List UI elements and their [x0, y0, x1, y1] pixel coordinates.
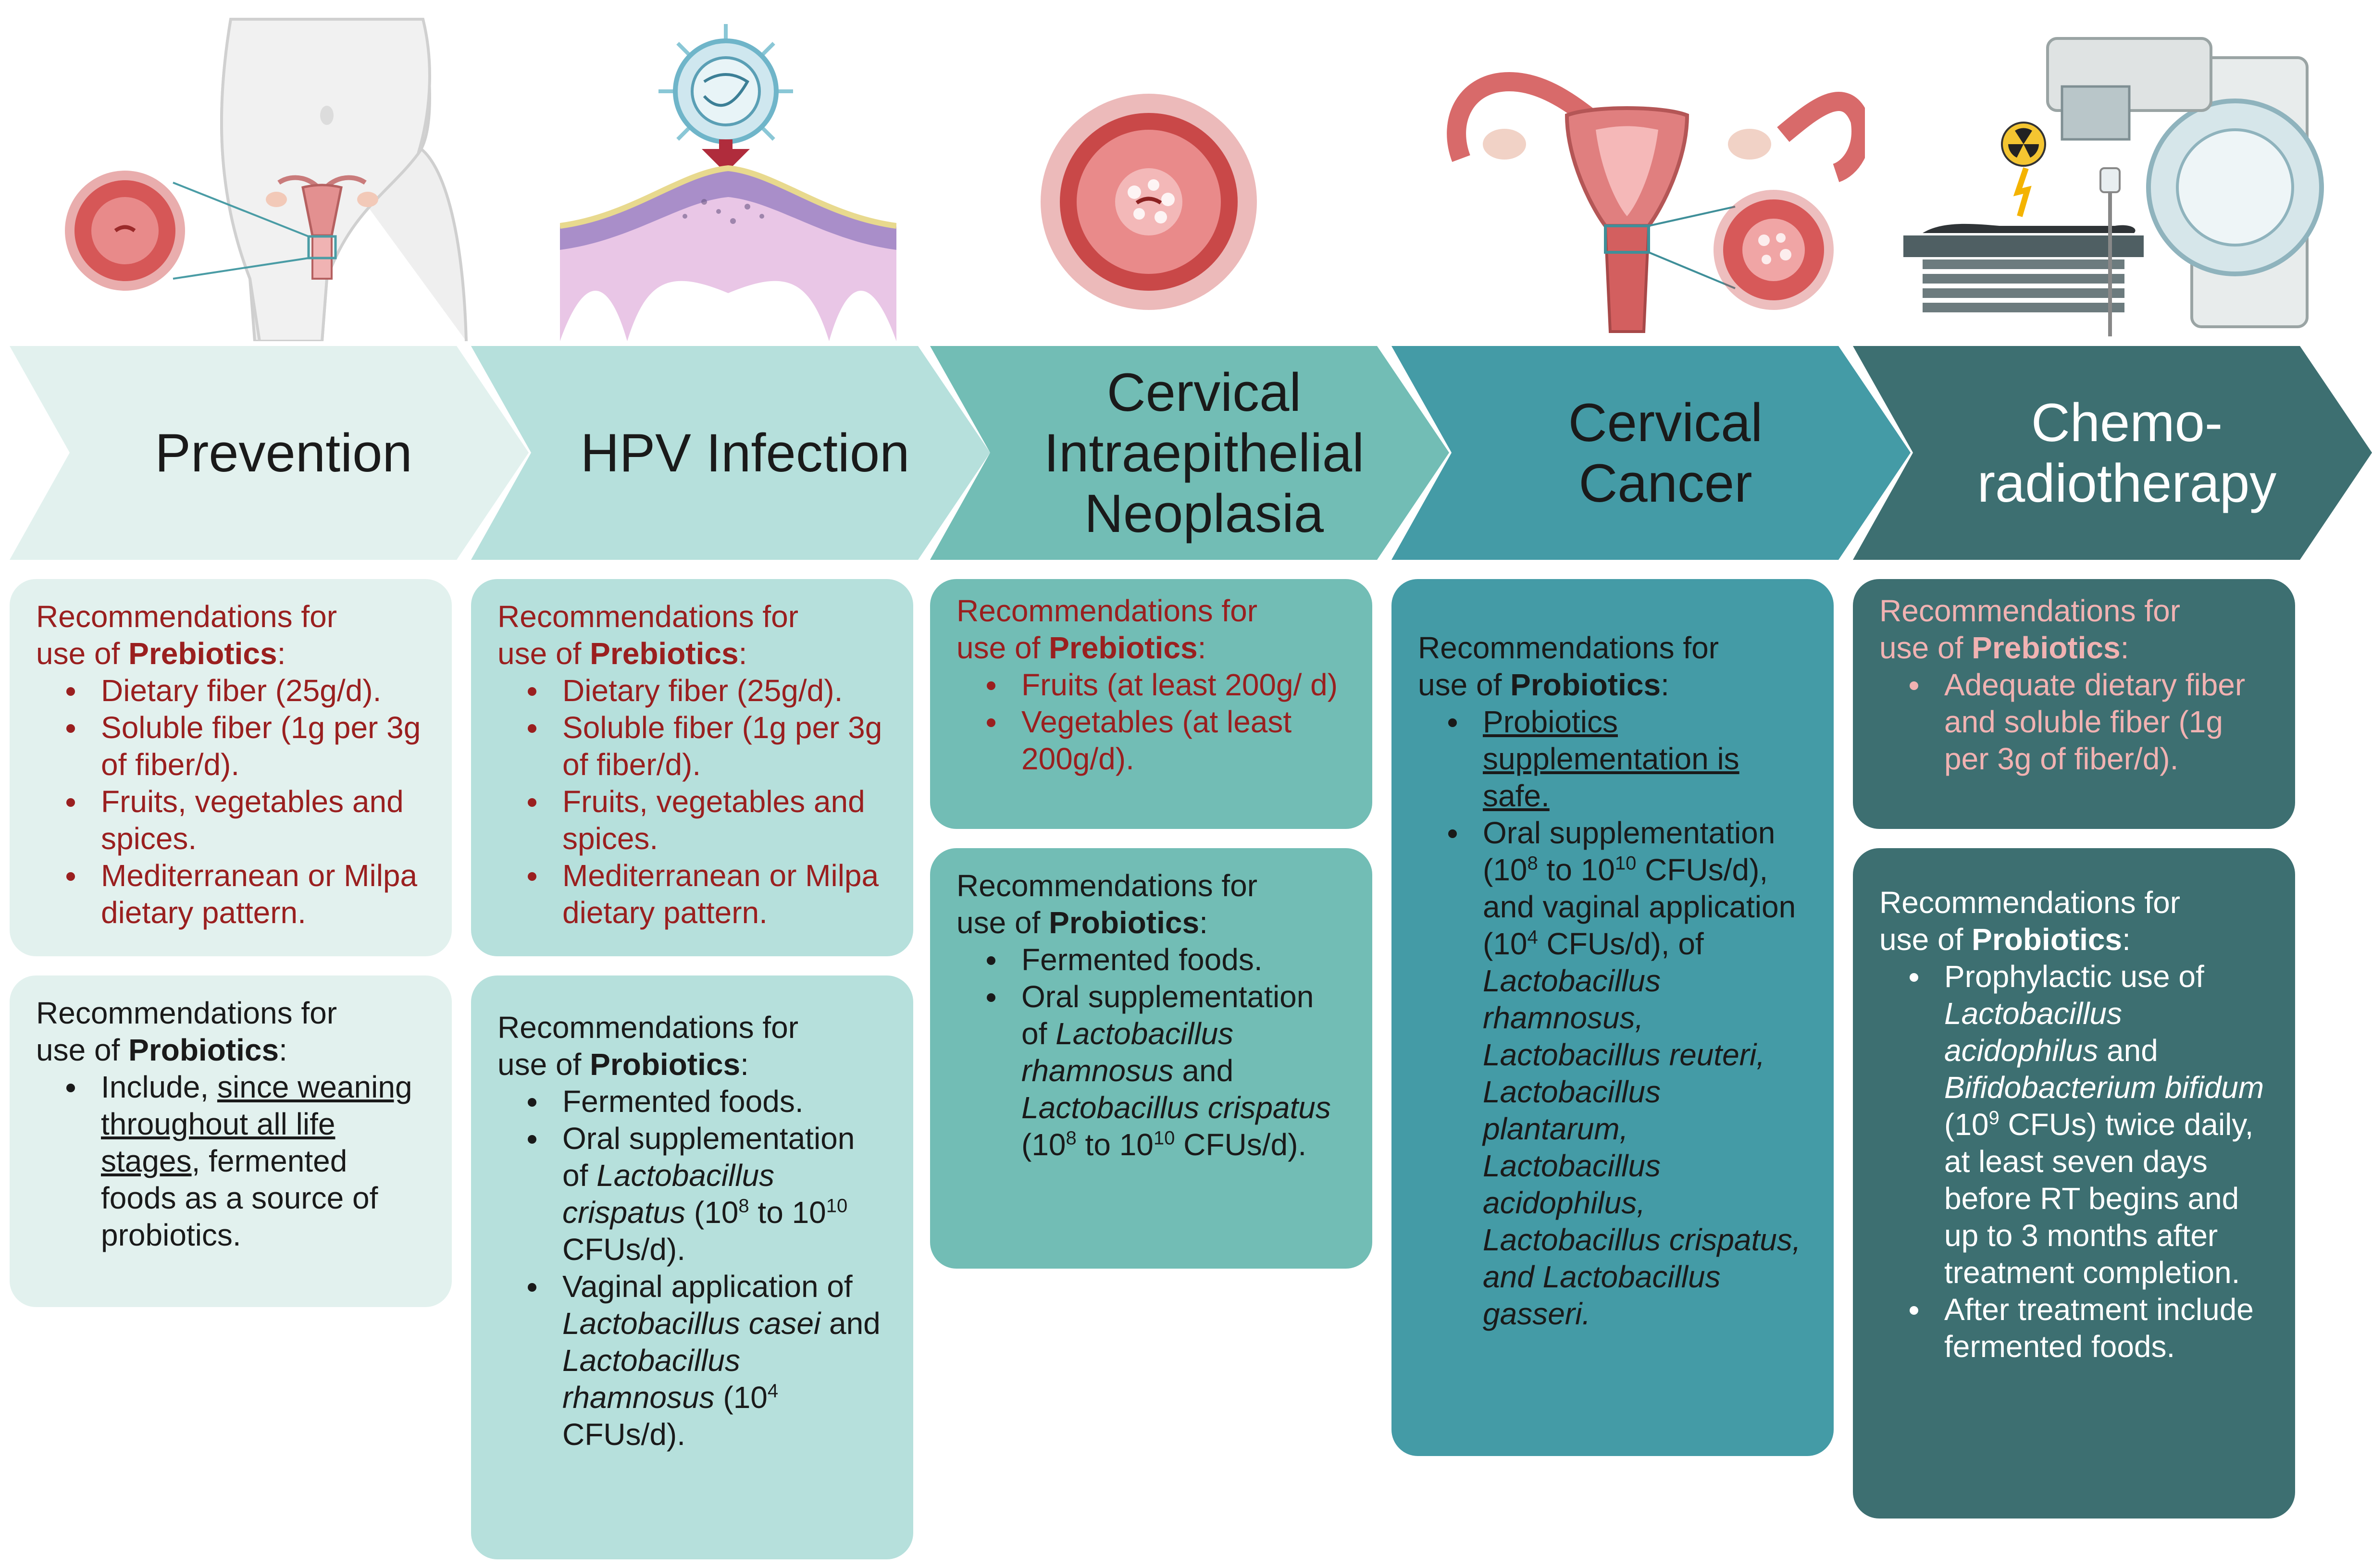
prebiotics-list: Dietary fiber (25g/d). Soluble fiber (1g…: [497, 672, 887, 931]
stage-arrow-cervical-cancer: Cervical Cancer: [1391, 346, 1911, 560]
probiotics-list: Fermented foods. Oral supplementation of…: [497, 1083, 887, 1453]
list-item: Dietary fiber (25g/d).: [66, 672, 425, 709]
list-item: Soluble fiber (1g per 3g of fiber/d).: [528, 709, 887, 783]
probiotics-list: Prophylactic use of Lactobacillus acidop…: [1879, 958, 2269, 1365]
stage-arrow-prevention: Prevention: [10, 346, 529, 560]
list-item: Dietary fiber (25g/d).: [528, 672, 887, 709]
list-item: Fruits, vegetables and spices.: [66, 783, 425, 857]
list-item: Mediterranean or Milpa dietary pattern.: [528, 857, 887, 931]
list-item: Oral supplementation of Lactobacillus cr…: [528, 1120, 887, 1268]
list-item: Include, since weaning throughout all li…: [66, 1069, 425, 1254]
list-item: Prophylactic use of Lactobacillus acidop…: [1910, 958, 2269, 1291]
stage-title-prevention: Prevention: [155, 422, 412, 483]
epithelium-icon: [560, 165, 896, 341]
prebiotics-list: Dietary fiber (25g/d). Soluble fiber (1g…: [36, 672, 425, 931]
stage-arrow-hpv-infection: HPV Infection: [471, 346, 990, 560]
probiotics-list: Probiotics supplementation is safe. Oral…: [1418, 704, 1807, 1333]
list-item: Fruits, vegetables and spices.: [528, 783, 887, 857]
stage-title-chemoradiotherapy: Chemo- radiotherapy: [1977, 392, 2277, 513]
prebiotics-list: Fruits (at least 200g/ d) Vegetables (at…: [956, 667, 1346, 778]
radiotherapy-machine-icon: [1903, 37, 2324, 336]
prebiotics-list: Adequate dietary fiber and soluble fiber…: [1879, 667, 2269, 778]
list-item: Oral supplementation (108 to 1010 CFUs/d…: [1448, 815, 1807, 1333]
list-item: Probiotics supplementation is safe.: [1448, 704, 1807, 815]
probiotics-list: Include, since weaning throughout all li…: [36, 1069, 425, 1254]
list-item: Adequate dietary fiber and soluble fiber…: [1910, 667, 2269, 778]
stage-title-cervical-cancer: Cervical Cancer: [1568, 392, 1763, 513]
stage-title-cin: Cervical Intraepithelial Neoplasia: [1043, 362, 1365, 543]
list-item: Fruits (at least 200g/ d): [987, 667, 1346, 704]
list-item: Vegetables (at least 200g/d).: [987, 704, 1346, 778]
list-item: Fermented foods.: [987, 941, 1346, 978]
list-item: Oral supplementation of Lactobacillus rh…: [987, 978, 1346, 1163]
list-item: After treatment include fermented foods.: [1910, 1291, 2269, 1365]
list-item: Vaginal application of Lactobacillus cas…: [528, 1268, 887, 1453]
cervix-lesion-icon: [1041, 94, 1257, 310]
list-item: Mediterranean or Milpa dietary pattern.: [66, 857, 425, 931]
reproductive-organs-icon: [1447, 72, 1865, 333]
list-item: Soluble fiber (1g per 3g of fiber/d).: [66, 709, 425, 783]
stage-arrow-chemoradiotherapy: Chemo- radiotherapy: [1853, 346, 2372, 560]
uterus-body-icon: [65, 18, 468, 341]
stage-arrow-cin: Cervical Intraepithelial Neoplasia: [930, 346, 1449, 560]
stage-title-hpv-infection: HPV Infection: [580, 422, 910, 483]
hpv-virus-icon: [658, 24, 793, 173]
probiotics-list: Fermented foods. Oral supplementation of…: [956, 941, 1346, 1163]
list-item: Fermented foods.: [528, 1083, 887, 1120]
